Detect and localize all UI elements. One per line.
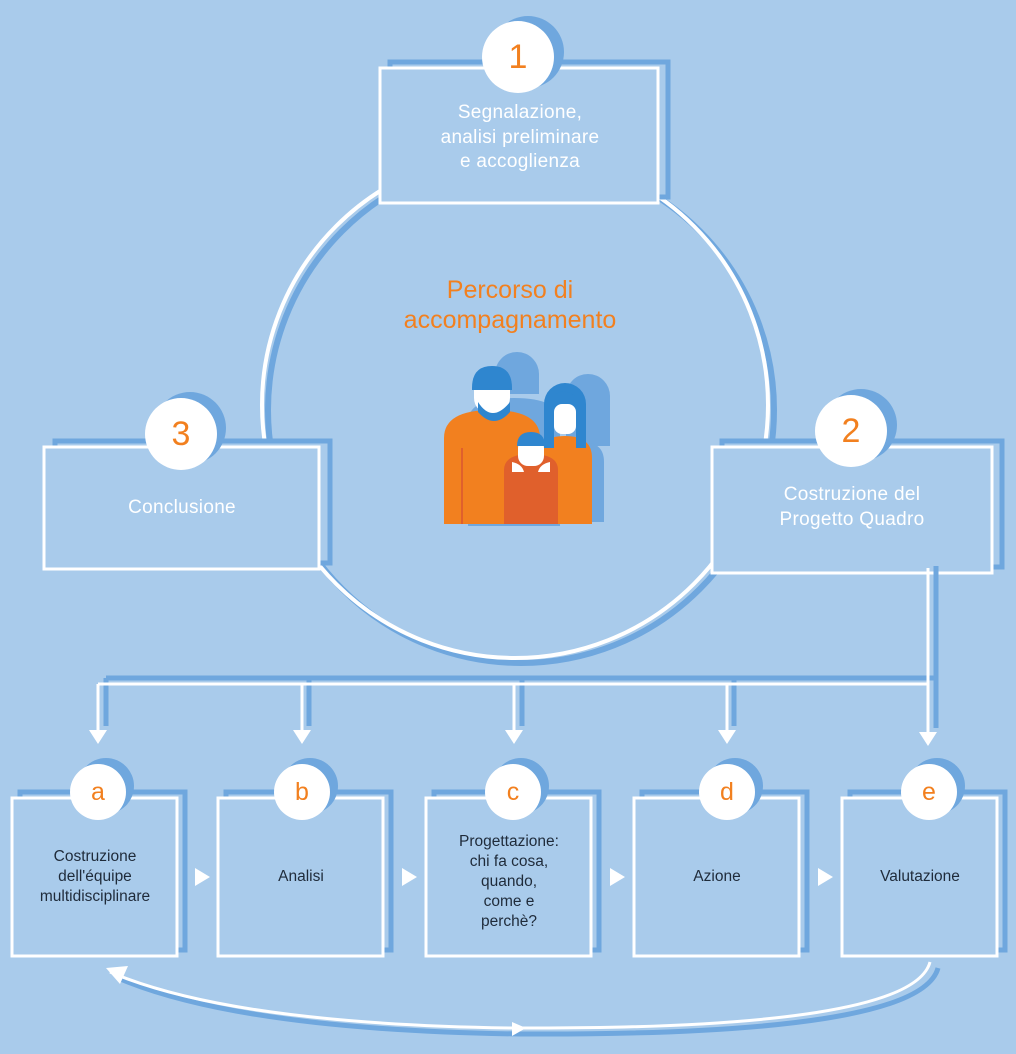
letter-badges bbox=[70, 758, 965, 820]
substep-d-letter: d bbox=[720, 777, 734, 806]
substep-a-label: Costruzione dell'équipe multidisciplinar… bbox=[39, 847, 151, 906]
substep-a-letter: a bbox=[91, 777, 105, 806]
substep-c-letter: c bbox=[506, 777, 520, 806]
substep-e-letter: e bbox=[922, 777, 936, 806]
branch-connectors bbox=[89, 566, 939, 746]
substep-d-label: Azione bbox=[693, 867, 741, 885]
step-2-box bbox=[710, 438, 1005, 575]
step-2-label: Costruzione del Progetto Quadro bbox=[779, 484, 925, 530]
step-2-number: 2 bbox=[841, 411, 861, 450]
substep-b-label: Analisi bbox=[278, 867, 324, 885]
badge-3 bbox=[145, 392, 226, 470]
feedback-loop-arrow bbox=[106, 961, 941, 1037]
sequence-arrows bbox=[195, 868, 833, 886]
family-icon bbox=[444, 352, 610, 526]
substep-c-label: Progettazione: chi fa cosa, quando, come… bbox=[459, 832, 559, 931]
step-1-box bbox=[378, 59, 671, 205]
step-1-number: 1 bbox=[508, 37, 528, 76]
substep-e-label: Valutazione bbox=[880, 867, 960, 885]
badge-1 bbox=[482, 16, 564, 93]
badge-2 bbox=[815, 389, 897, 467]
step-3-number: 3 bbox=[171, 414, 191, 453]
step-1-label: Segnalazione, analisi preliminare e acco… bbox=[440, 101, 600, 173]
substep-b-letter: b bbox=[295, 777, 309, 806]
step-3-label: Conclusione bbox=[128, 496, 236, 518]
diagram-title: Percorso di accompagnamento bbox=[403, 276, 617, 334]
